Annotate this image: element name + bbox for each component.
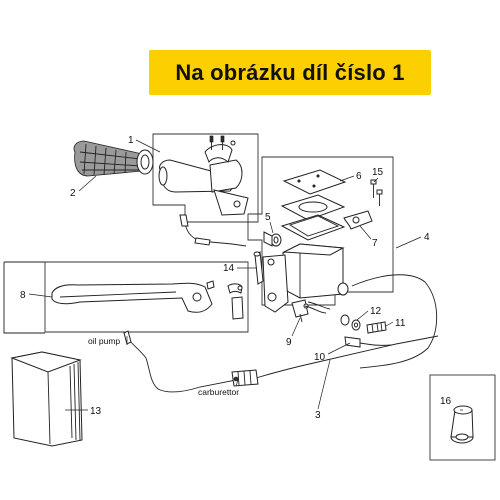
carburettor-label: carburettor	[198, 387, 239, 397]
callout-12: 12	[370, 306, 382, 317]
brake-lever	[51, 280, 244, 320]
master-cylinder-body	[262, 243, 349, 313]
callout-8: 8	[20, 290, 26, 301]
callout-13: 13	[90, 406, 102, 417]
oil-pump-cable	[125, 336, 237, 393]
callout-11: 11	[395, 318, 406, 329]
outer-bracket	[3, 261, 45, 334]
oil-pump-label: oil pump	[88, 336, 120, 346]
callout-4: 4	[424, 232, 430, 243]
cable-ferrule	[194, 237, 211, 246]
rubber-grommet	[450, 405, 474, 444]
throttle-twist-grip	[158, 135, 249, 216]
banjo-fitting-bolt	[366, 321, 387, 334]
banjo-washers	[340, 314, 361, 331]
cable-splitter-ribs	[237, 370, 252, 386]
banner-text: Na obrázku díl číslo 1	[175, 59, 405, 85]
cable-splitter-nut	[233, 376, 239, 382]
callout-15: 15	[372, 167, 384, 178]
callout-14: 14	[223, 263, 235, 274]
cable-annotations: oil pump carburettor	[88, 336, 239, 397]
callout-3: 3	[315, 410, 321, 421]
leader-lines	[28, 139, 463, 411]
instruction-booklet	[10, 351, 83, 447]
callout-1: 1	[128, 135, 134, 146]
carburettor-cable	[255, 335, 439, 379]
callout-2: 2	[70, 188, 76, 199]
handlebar-grip	[73, 140, 154, 177]
callout-labels: 1 2 3 4 5 6 7 8 9 10 11 12 13 14 15 16	[20, 135, 452, 421]
callout-6: 6	[356, 171, 362, 182]
lever-pivot-bolt	[253, 251, 264, 285]
part-16-frame	[429, 374, 496, 461]
oil-pump-cable-end	[123, 330, 132, 345]
oil-hose-union	[344, 336, 393, 348]
brake-light-switch	[291, 299, 331, 323]
cap-screws	[370, 179, 383, 206]
callout-9: 9	[286, 337, 292, 348]
throttle-cable	[184, 221, 247, 247]
part-number-banner: Na obrázku díl číslo 1	[149, 50, 431, 95]
main-cable	[351, 274, 438, 369]
master-cylinder-frame	[247, 156, 394, 306]
callout-16: 16	[440, 396, 452, 407]
callout-5: 5	[265, 212, 271, 223]
clamp-hole	[352, 216, 360, 224]
reservoir-cap	[280, 169, 347, 241]
callout-7: 7	[372, 238, 378, 249]
banjo-bolt	[263, 231, 282, 247]
lever-frame	[44, 261, 249, 333]
callout-10: 10	[314, 352, 326, 363]
cable-adjuster	[179, 214, 189, 227]
